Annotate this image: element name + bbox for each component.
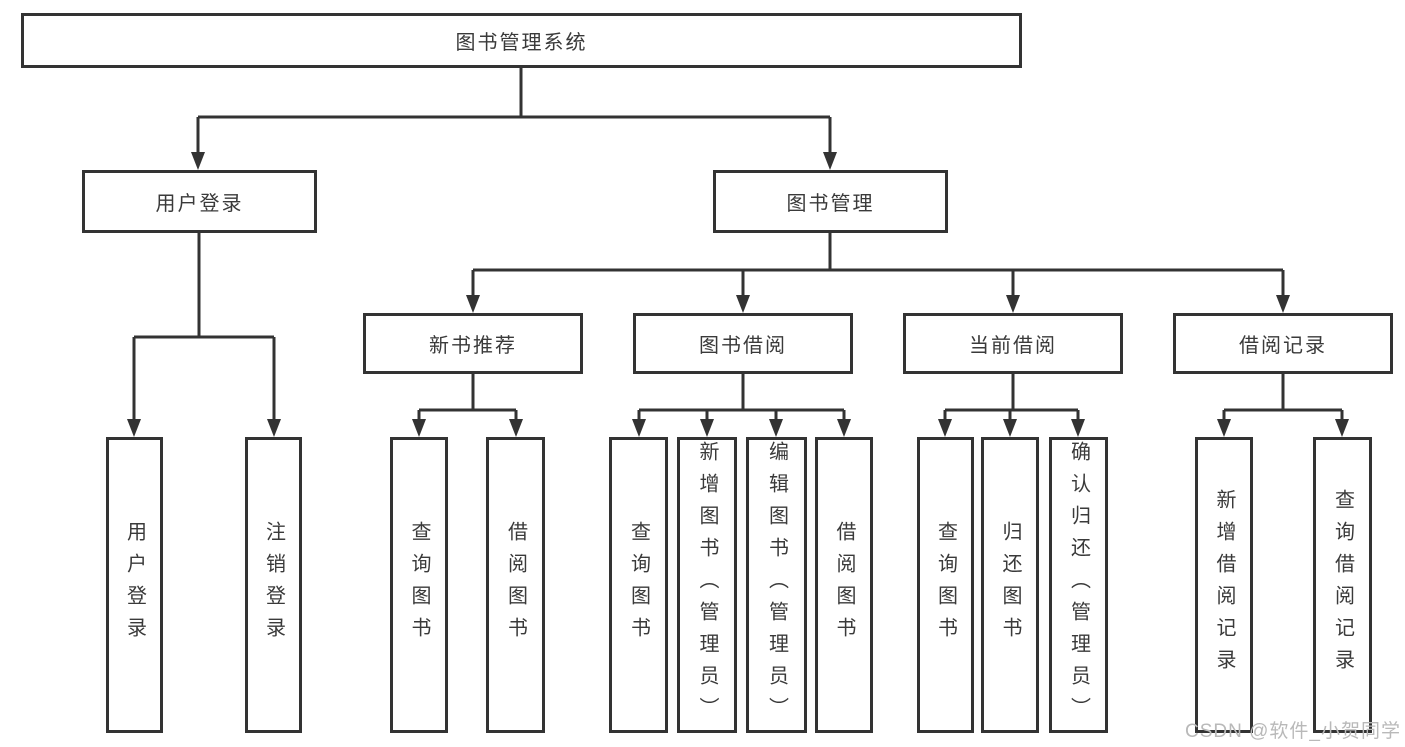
leaf-query-book-3: 查询图书: [917, 437, 974, 733]
node-root: 图书管理系统: [21, 13, 1022, 68]
leaf-confirm-return-admin: 确认归还（管理员）: [1049, 437, 1108, 733]
leaf-add-book-admin: 新增图书（管理员）: [677, 437, 737, 733]
node-book-borrow: 图书借阅: [633, 313, 853, 374]
leaf-logout-label: 注销登录: [262, 521, 285, 649]
leaf-add-book-admin-label: 新增图书（管理员）: [696, 441, 718, 729]
node-book-management: 图书管理: [713, 170, 948, 233]
leaf-add-borrow-record: 新增借阅记录: [1195, 437, 1253, 733]
leaf-query-book-2-label: 查询图书: [627, 521, 650, 649]
node-book-borrow-label: 图书借阅: [699, 335, 787, 357]
leaf-logout: 注销登录: [245, 437, 302, 733]
leaf-edit-book-admin-label: 编辑图书（管理员）: [765, 441, 788, 729]
leaf-query-book-3-label: 查询图书: [934, 521, 957, 649]
node-borrow-record-label: 借阅记录: [1239, 335, 1327, 357]
leaf-borrow-book-2: 借阅图书: [815, 437, 873, 733]
leaf-confirm-return-admin-label: 确认归还（管理员）: [1067, 441, 1090, 729]
leaf-return-book-label: 归还图书: [999, 521, 1021, 649]
leaf-query-borrow-record-label: 查询借阅记录: [1331, 489, 1354, 681]
leaf-edit-book-admin: 编辑图书（管理员）: [746, 437, 807, 733]
leaf-return-book: 归还图书: [981, 437, 1039, 733]
leaf-query-book-1: 查询图书: [390, 437, 448, 733]
leaf-add-borrow-record-label: 新增借阅记录: [1213, 489, 1235, 681]
node-current-borrow: 当前借阅: [903, 313, 1123, 374]
leaf-borrow-book-1: 借阅图书: [486, 437, 545, 733]
node-current-borrow-label: 当前借阅: [969, 335, 1057, 357]
node-borrow-record: 借阅记录: [1173, 313, 1393, 374]
node-book-management-label: 图书管理: [786, 193, 875, 215]
node-new-book-recommend-label: 新书推荐: [429, 335, 517, 357]
node-user-login: 用户登录: [82, 170, 317, 233]
csdn-watermark: CSDN @软件_小贺同学: [1185, 721, 1401, 742]
node-new-book-recommend: 新书推荐: [363, 313, 583, 374]
leaf-query-borrow-record: 查询借阅记录: [1313, 437, 1372, 733]
leaf-query-book-1-label: 查询图书: [408, 521, 430, 649]
leaf-borrow-book-1-label: 借阅图书: [504, 521, 527, 649]
node-user-login-label: 用户登录: [155, 193, 244, 215]
leaf-borrow-book-2-label: 借阅图书: [833, 521, 855, 649]
leaf-query-book-2: 查询图书: [609, 437, 668, 733]
leaf-user-login-label: 用户登录: [123, 521, 146, 649]
leaf-user-login: 用户登录: [106, 437, 163, 733]
node-root-label: 图书管理系统: [455, 32, 588, 54]
